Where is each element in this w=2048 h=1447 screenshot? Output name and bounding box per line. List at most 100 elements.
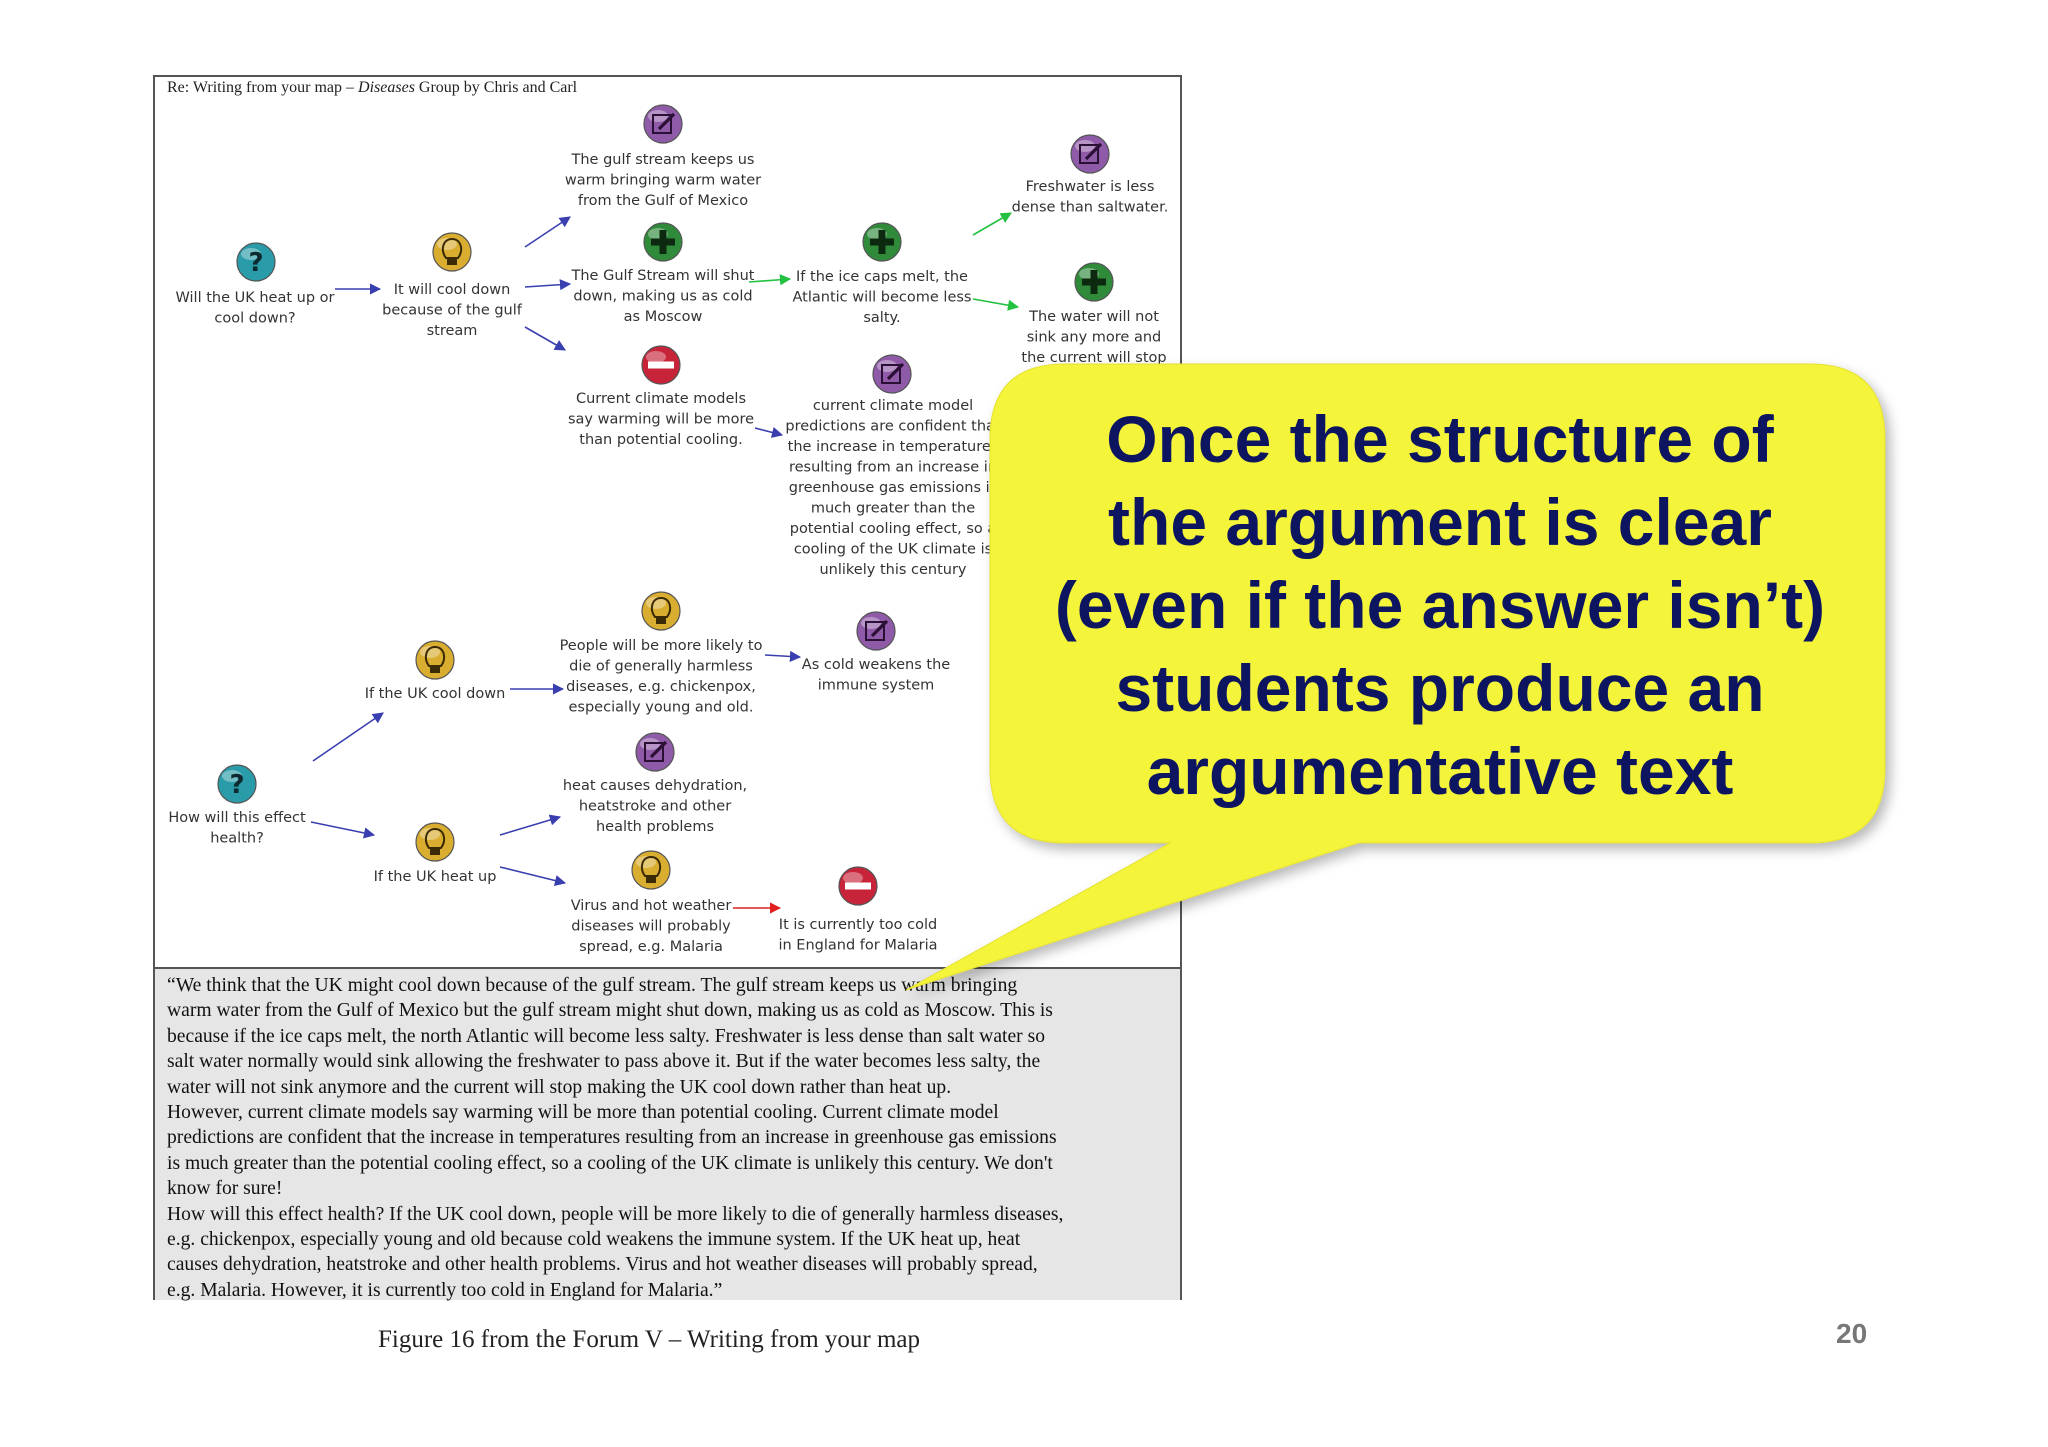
- lightbulb-icon: [432, 232, 472, 272]
- plus-icon: [643, 222, 683, 262]
- callout-line: students produce an: [1115, 651, 1765, 725]
- callout-line: the argument is clear: [1108, 485, 1772, 559]
- argumentative-text: “We think that the UK might cool down be…: [155, 967, 1180, 1301]
- text-line: However, current climate models say warm…: [167, 1102, 999, 1124]
- map-node-line: cool down?: [214, 311, 295, 327]
- map-node-line: dense than saltwater.: [1012, 200, 1169, 216]
- map-node-line: as Moscow: [624, 309, 703, 325]
- map-arrow: [972, 212, 1012, 236]
- text-line: because if the ice caps melt, the north …: [167, 1025, 1046, 1047]
- map-node-line: sink any more and: [1027, 330, 1162, 346]
- map-arrow: [524, 279, 572, 291]
- map-node-line: heatstroke and other: [579, 799, 731, 815]
- plus-icon: [862, 222, 902, 262]
- question-icon: ?: [217, 764, 257, 804]
- map-arrow: [524, 326, 566, 351]
- svg-text:?: ?: [248, 248, 263, 278]
- map-node-line: current climate model: [813, 398, 973, 414]
- header-topic: Diseases: [358, 79, 415, 96]
- map-node-line: salty.: [863, 310, 900, 326]
- header-suffix: Group by Chris and Carl: [414, 79, 578, 96]
- map-node: If the UK cool down: [365, 640, 506, 702]
- map-node-line: If the UK heat up: [374, 869, 497, 885]
- map-node-line: The Gulf Stream will shut: [571, 268, 755, 284]
- lightbulb-icon: [415, 640, 455, 680]
- map-node-line: predictions are confident that: [785, 419, 1001, 435]
- map-node-line: warm bringing warm water: [565, 173, 761, 189]
- map-node-line: immune system: [818, 678, 935, 694]
- map-node-line: If the UK cool down: [365, 686, 506, 702]
- map-node-line: heat causes dehydration,: [563, 778, 747, 794]
- pencil-note-icon: [643, 104, 683, 144]
- map-node-line: much greater than the: [811, 501, 975, 517]
- map-node-line: As cold weakens the: [802, 657, 950, 673]
- lightbulb-icon: [415, 822, 455, 862]
- map-node-line: It is currently too cold: [779, 917, 937, 933]
- map-node-label: As cold weakens the immune system: [802, 657, 950, 694]
- map-node-label: current climate model predictions are con…: [785, 398, 1001, 578]
- map-node-line: say warming will be more: [568, 412, 754, 428]
- map-node-line: The gulf stream keeps us: [571, 152, 755, 168]
- lightbulb-icon: [631, 850, 671, 890]
- map-node: Current climate models say warming will b…: [568, 345, 754, 448]
- minus-icon: [838, 866, 878, 906]
- map-node-line: greenhouse gas emissions is: [789, 480, 998, 496]
- map-node-line: stream: [427, 323, 478, 339]
- pencil-note-icon: [872, 354, 912, 394]
- text-line: is much greater than the potential cooli…: [167, 1152, 1053, 1174]
- map-node-line: Current climate models: [576, 391, 746, 407]
- map-node-line: potential cooling effect, so a: [790, 521, 997, 537]
- map-node-line: cooling of the UK climate is: [794, 542, 992, 558]
- question-icon: ?: [236, 242, 276, 282]
- map-arrow: [312, 712, 384, 762]
- map-node-label: The gulf stream keeps us warm bringing wa…: [565, 152, 761, 209]
- header-prefix: Re: Writing from your map –: [167, 79, 359, 96]
- text-line: causes dehydration, heatstroke and other…: [167, 1254, 1038, 1276]
- figure-header: Re: Writing from your map – Diseases Gro…: [167, 79, 577, 97]
- map-node-line: health problems: [596, 819, 714, 835]
- map-node-label: Current climate models say warming will b…: [568, 391, 754, 448]
- map-node-line: from the Gulf of Mexico: [578, 193, 748, 209]
- text-line: warm water from the Gulf of Mexico but t…: [167, 1000, 1053, 1022]
- map-arrow: [499, 866, 567, 887]
- map-node-label: heat causes dehydration, heatstroke and o…: [563, 778, 747, 835]
- callout-line: (even if the answer isn’t): [1054, 568, 1826, 642]
- map-node-label: If the UK heat up: [374, 869, 497, 885]
- page-number: 20: [1836, 1318, 1868, 1349]
- map-node-line: diseases, e.g. chickenpox,: [566, 679, 756, 695]
- map-node: heat causes dehydration, heatstroke and o…: [563, 732, 747, 835]
- map-arrow: [524, 216, 571, 248]
- map-node: current climate model predictions are con…: [785, 354, 1001, 578]
- map-node-line: the current will stop: [1021, 350, 1166, 366]
- text-line: water will not sink anymore and the curr…: [167, 1076, 952, 1098]
- lightbulb-icon: [641, 591, 681, 631]
- text-line: salt water normally would sink allowing …: [167, 1051, 1041, 1073]
- map-node: If the UK heat up: [374, 822, 497, 885]
- map-node-label: If the UK cool down: [365, 686, 506, 702]
- text-line: “We think that the UK might cool down be…: [167, 975, 1018, 996]
- map-arrow: [972, 298, 1020, 311]
- map-node-line: If the ice caps melt, the: [796, 269, 968, 285]
- map-node-line: diseases will probably: [571, 919, 731, 935]
- text-line: know for sure!: [167, 1178, 283, 1200]
- map-node: The gulf stream keeps us warm bringing wa…: [565, 104, 761, 209]
- map-arrow: [310, 821, 376, 839]
- map-node-line: How will this effect: [168, 810, 306, 826]
- map-node: As cold weakens the immune system: [802, 611, 950, 694]
- map-node-line: unlikely this century: [819, 562, 966, 578]
